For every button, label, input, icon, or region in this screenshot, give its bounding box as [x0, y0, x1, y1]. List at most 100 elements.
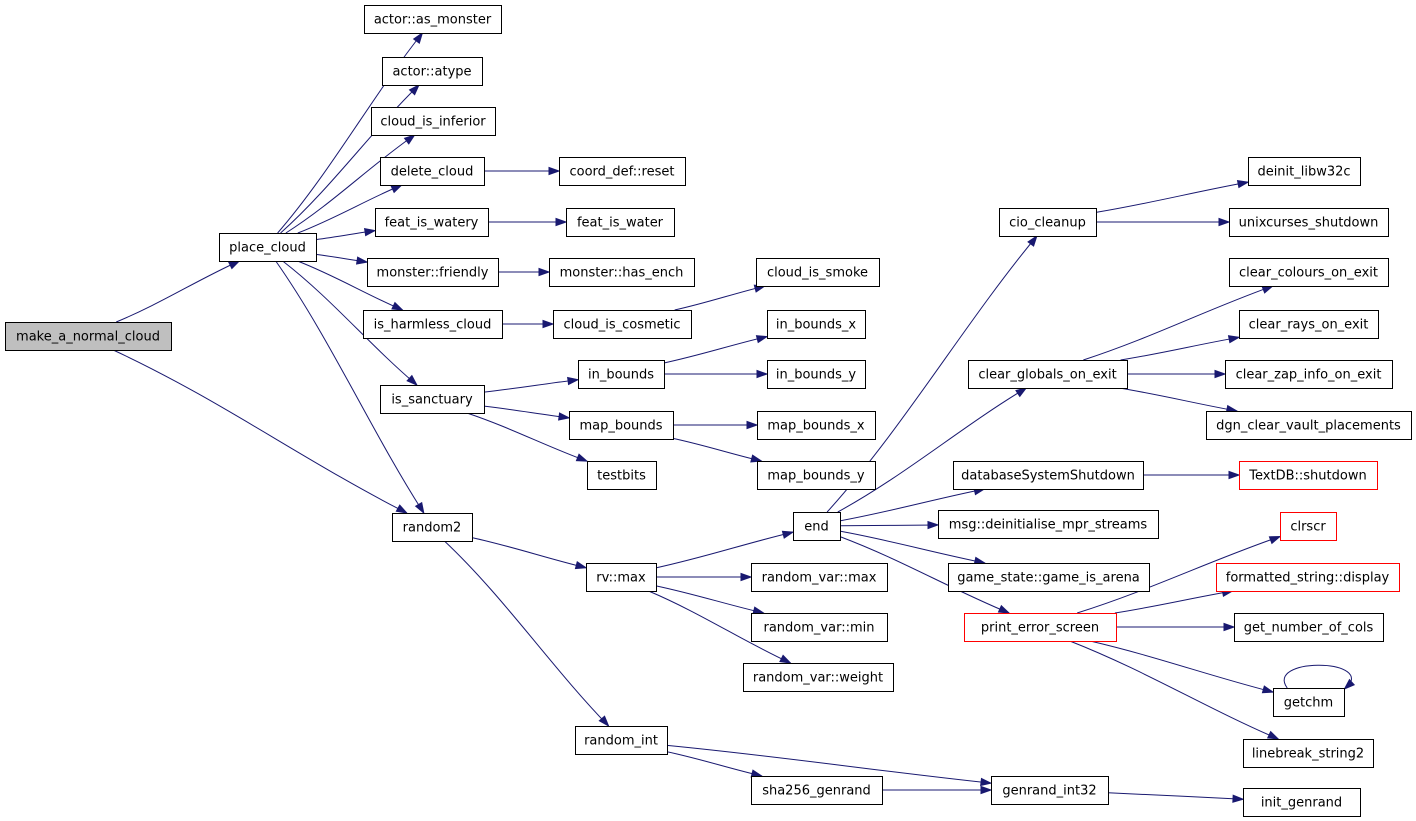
node-getchm[interactable]: getchm — [1273, 688, 1345, 717]
node-rv-max[interactable]: rv::max — [586, 563, 657, 592]
node-feat-is-water[interactable]: feat_is_water — [566, 208, 675, 237]
node-map-bounds-y[interactable]: map_bounds_y — [757, 461, 876, 490]
node-place-cloud[interactable]: place_cloud — [219, 233, 317, 262]
node-feat-is-watery[interactable]: feat_is_watery — [375, 208, 489, 237]
node-box — [575, 726, 668, 755]
node-box — [559, 157, 686, 186]
node-genrand-int32[interactable]: genrand_int32 — [991, 776, 1109, 805]
node-textdb-shutdown[interactable]: TextDB::shutdown — [1239, 461, 1378, 490]
node-map-bounds[interactable]: map_bounds — [569, 411, 674, 440]
node-cloud-is-inferior[interactable]: cloud_is_inferior — [371, 107, 496, 136]
edge-place-cloud-to-feat-is-watery — [315, 228, 377, 241]
edge-is-sanctuary-to-map-bounds — [483, 405, 571, 421]
node-has-ench[interactable]: monster::has_ench — [549, 258, 695, 287]
node-label: feat_is_watery — [385, 216, 479, 231]
edge-rv-max-to-end — [655, 530, 795, 569]
node-game-is-arena[interactable]: game_state::game_is_arena — [948, 563, 1150, 592]
node-label: make_a_normal_cloud — [16, 330, 160, 345]
node-box — [1273, 688, 1345, 717]
edge-rv-max-to-rv-var-max — [656, 572, 753, 582]
node-label: msg::deinitialise_mpr_streams — [949, 518, 1148, 533]
node-linebreak-string2[interactable]: linebreak_string2 — [1243, 739, 1374, 768]
node-box — [751, 613, 888, 642]
node-clrscr[interactable]: clrscr — [1280, 512, 1337, 541]
node-rv-var-min[interactable]: random_var::min — [751, 613, 888, 642]
node-random-int[interactable]: random_int — [575, 726, 668, 755]
node-label: is_harmless_cloud — [374, 318, 492, 333]
node-label: map_bounds_x — [767, 419, 865, 434]
node-in-bounds-x[interactable]: in_bounds_x — [767, 310, 866, 339]
node-clear-colours-on-exit[interactable]: clear_colours_on_exit — [1229, 258, 1389, 287]
node-label: random_var::max — [762, 571, 877, 586]
node-box — [1243, 739, 1374, 768]
node-cio-cleanup[interactable]: cio_cleanup — [999, 208, 1097, 237]
node-unixcurses-shutdown[interactable]: unixcurses_shutdown — [1229, 208, 1389, 237]
edge-place-cloud-to-is-harmless-cloud — [297, 260, 404, 311]
node-cloud-is-cosmetic[interactable]: cloud_is_cosmetic — [553, 310, 692, 339]
node-is-sanctuary[interactable]: is_sanctuary — [380, 385, 485, 414]
node-testbits[interactable]: testbits — [587, 461, 657, 490]
node-clear-globals-on-exit[interactable]: clear_globals_on_exit — [968, 360, 1128, 389]
edge-end-to-clear-globals-on-exit — [837, 387, 1028, 513]
node-box — [219, 233, 317, 262]
node-label: clear_rays_on_exit — [1249, 318, 1369, 333]
node-label: rv::max — [596, 571, 646, 586]
edge-is-sanctuary-to-testbits — [466, 412, 589, 462]
node-deinit-libw32c[interactable]: deinit_libw32c — [1248, 157, 1361, 186]
node-sha256-genrand[interactable]: sha256_genrand — [751, 776, 883, 805]
node-box — [751, 563, 888, 592]
node-delete-cloud[interactable]: delete_cloud — [380, 157, 485, 186]
node-coord-reset[interactable]: coord_def::reset — [559, 157, 686, 186]
node-label: is_sanctuary — [391, 393, 473, 408]
node-fs-display[interactable]: formatted_string::display — [1216, 563, 1400, 592]
node-rv-var-weight[interactable]: random_var::weight — [743, 663, 894, 692]
node-box — [991, 776, 1109, 805]
edge-cloud-is-cosmetic-to-cloud-is-smoke — [674, 284, 767, 311]
edge-print-error-screen-to-fs-display — [1114, 588, 1235, 614]
node-is-harmless-cloud[interactable]: is_harmless_cloud — [363, 310, 503, 339]
node-deinit-mpr[interactable]: msg::deinitialise_mpr_streams — [938, 510, 1159, 539]
node-box — [553, 310, 692, 339]
node-label: game_state::game_is_arena — [957, 571, 1140, 586]
node-print-error-screen[interactable]: print_error_screen — [964, 613, 1117, 642]
node-box — [743, 663, 894, 692]
node-box — [964, 613, 1117, 642]
node-rv-var-max[interactable]: random_var::max — [751, 563, 888, 592]
node-in-bounds[interactable]: in_bounds — [578, 360, 665, 389]
node-end[interactable]: end — [793, 512, 841, 541]
node-atype[interactable]: actor::atype — [382, 57, 483, 86]
node-map-bounds-x[interactable]: map_bounds_x — [757, 411, 876, 440]
edge-place-cloud-to-cloud-is-inferior — [285, 134, 416, 234]
node-dgn-clear-vault-placements[interactable]: dgn_clear_vault_placements — [1206, 411, 1412, 440]
node-box — [569, 411, 674, 440]
node-clear-rays-on-exit[interactable]: clear_rays_on_exit — [1239, 310, 1379, 339]
node-box — [1229, 258, 1389, 287]
edge-is-harmless-cloud-to-cloud-is-cosmetic — [502, 319, 555, 329]
node-random2[interactable]: random2 — [392, 513, 473, 542]
node-label: deinit_libw32c — [1257, 165, 1350, 180]
node-label: in_bounds — [588, 368, 654, 383]
node-label: TextDB::shutdown — [1248, 469, 1366, 484]
edge-end-to-deinit-mpr — [839, 520, 940, 530]
edge-place-cloud-to-random2 — [275, 260, 425, 515]
node-init-genrand[interactable]: init_genrand — [1243, 788, 1361, 817]
node-box — [380, 385, 485, 414]
node-box — [380, 157, 485, 186]
node-clear-zap-info-on-exit[interactable]: clear_zap_info_on_exit — [1225, 360, 1393, 389]
node-get-number-of-cols[interactable]: get_number_of_cols — [1234, 613, 1384, 642]
node-label: random_var::weight — [753, 671, 883, 686]
node-label: init_genrand — [1261, 796, 1342, 811]
node-box — [1234, 613, 1384, 642]
node-box — [1229, 208, 1389, 237]
node-make-a-normal-cloud[interactable]: make_a_normal_cloud — [5, 322, 172, 351]
node-label: unixcurses_shutdown — [1239, 216, 1379, 231]
node-in-bounds-y[interactable]: in_bounds_y — [767, 360, 866, 389]
node-cloud-is-smoke[interactable]: cloud_is_smoke — [756, 258, 880, 287]
edge-make-a-normal-cloud-to-place-cloud — [116, 260, 241, 323]
node-box — [1248, 157, 1361, 186]
edge-random2-to-random-int — [444, 540, 610, 728]
node-friendly[interactable]: monster::friendly — [367, 258, 499, 287]
node-label: random_var::min — [764, 621, 875, 636]
node-databaseSystemShutdown[interactable]: databaseSystemShutdown — [953, 461, 1144, 490]
node-as-monster[interactable]: actor::as_monster — [364, 5, 502, 34]
